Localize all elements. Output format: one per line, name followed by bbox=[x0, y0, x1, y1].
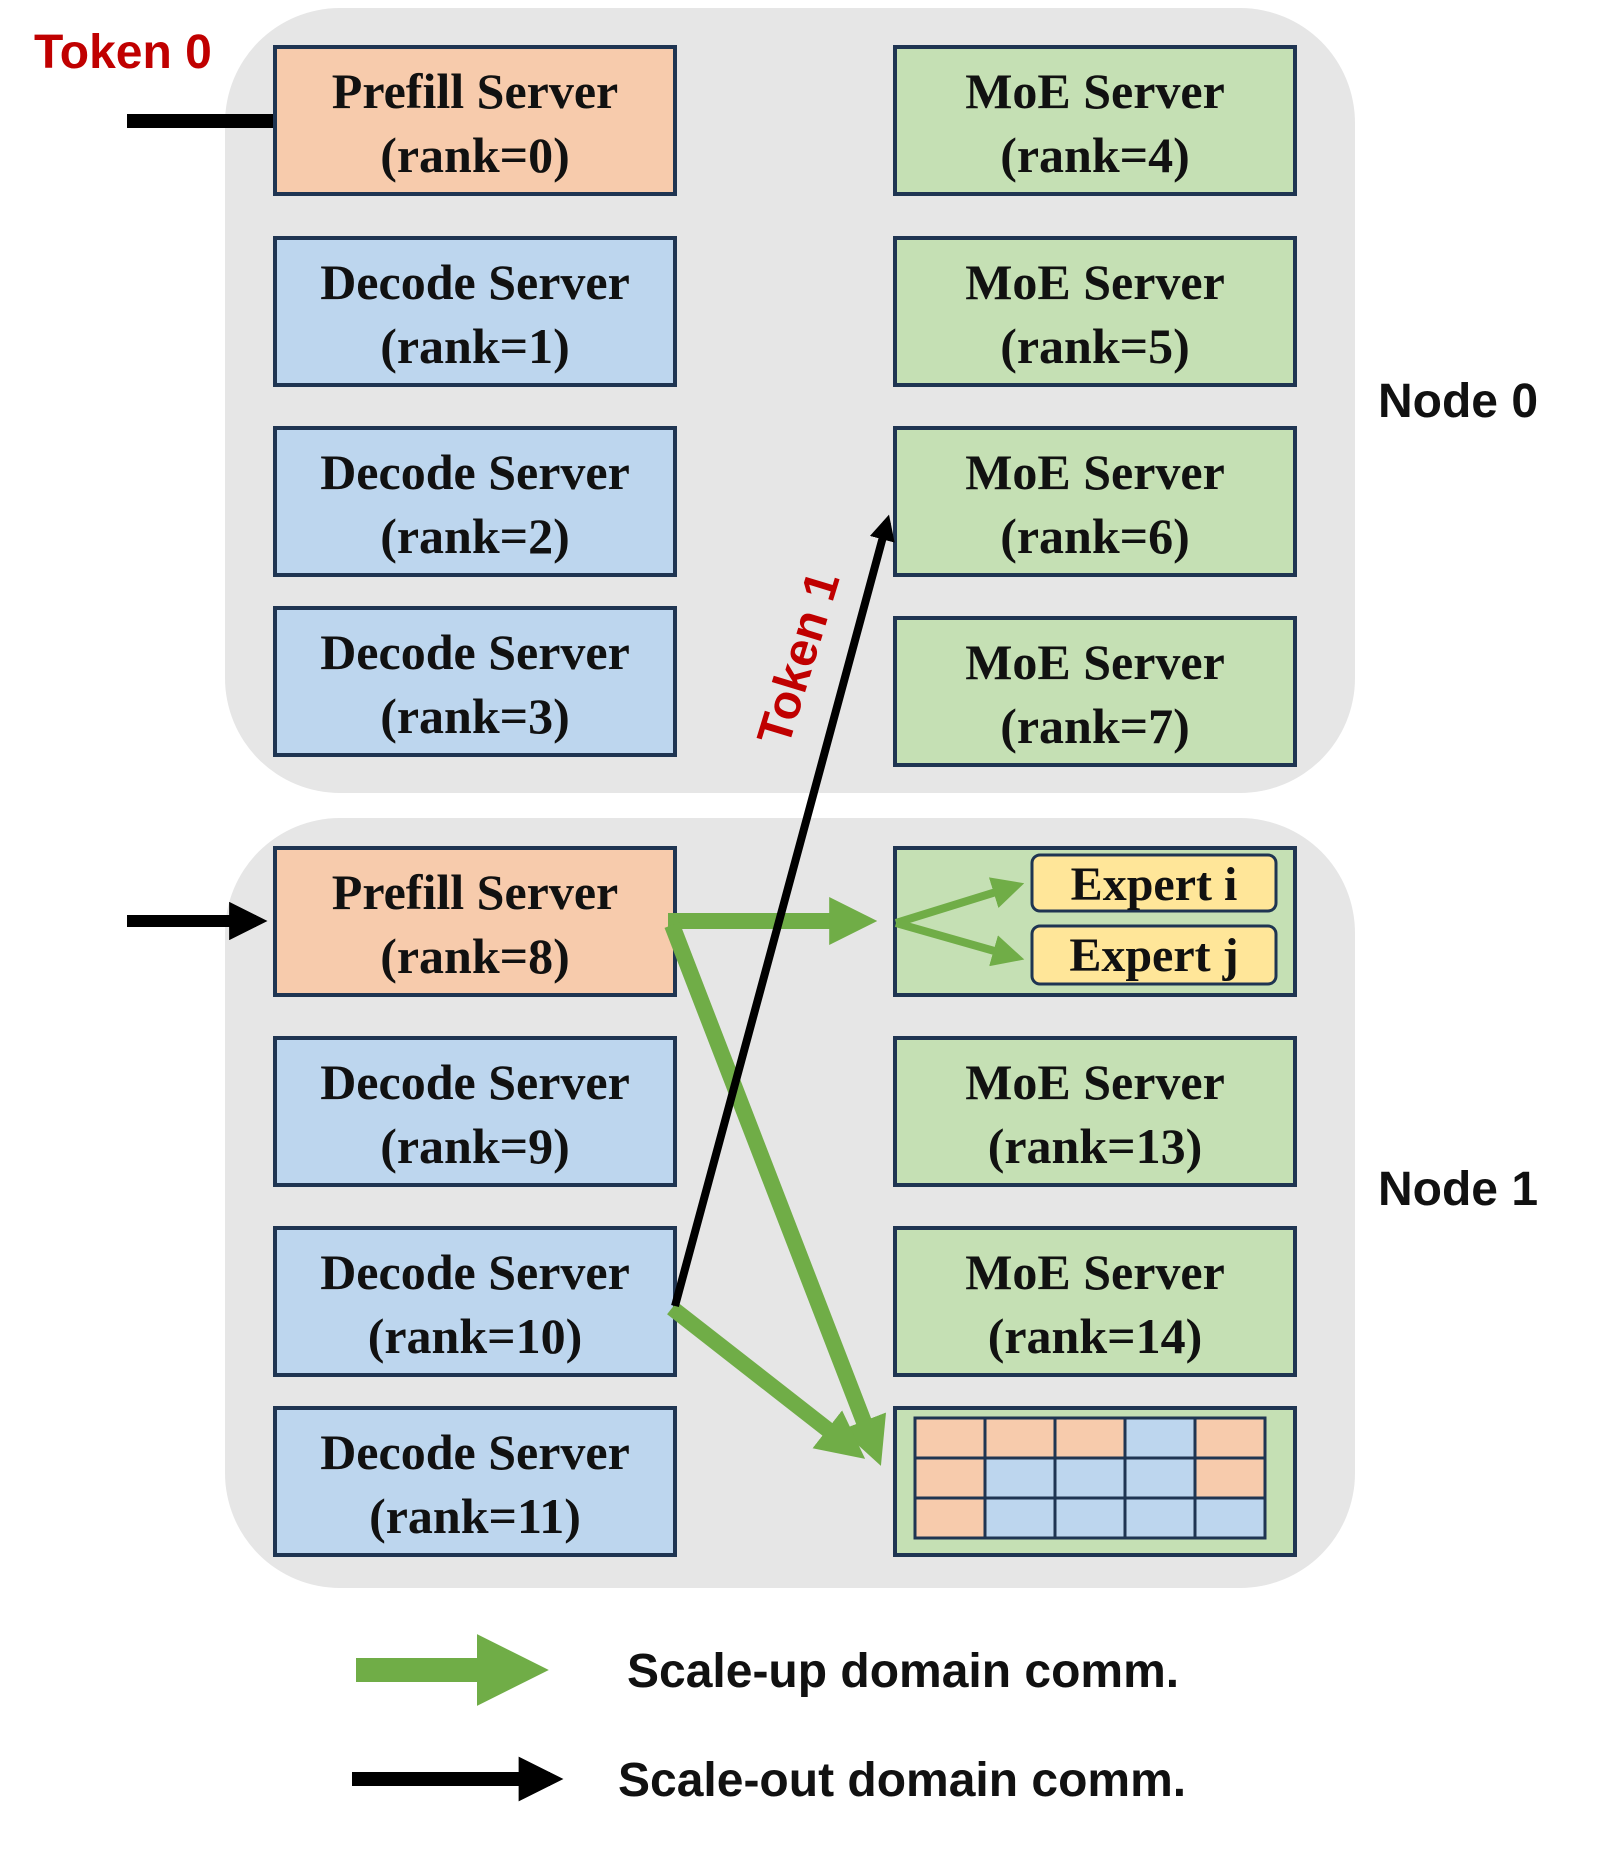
decode-server-rank-3: Decode Server (rank=3) bbox=[273, 606, 677, 757]
legend-scale-up-label: Scale-up domain comm. bbox=[627, 1645, 1179, 1698]
kv-cell-decode bbox=[983, 1456, 1057, 1500]
moe-server-rank-4: MoE Server (rank=4) bbox=[893, 45, 1297, 196]
prefill-server-rank-8: Prefill Server (rank=8) bbox=[273, 846, 677, 997]
node-1-region bbox=[225, 818, 1355, 1588]
prefill-server-rank-0: Prefill Server (rank=0) bbox=[273, 45, 677, 196]
decode-server-rank-9: Decode Server (rank=9) bbox=[273, 1036, 677, 1187]
legend: Scale-up domain comm. Scale-out domain c… bbox=[352, 1634, 1186, 1807]
kv-cache-server bbox=[893, 1406, 1297, 1557]
kv-cell-decode bbox=[1123, 1496, 1197, 1540]
kv-cell-decode bbox=[1053, 1496, 1127, 1540]
expert-j-box bbox=[1030, 924, 1278, 986]
server-title: MoE Server bbox=[965, 1054, 1225, 1110]
kv-cell-prefill bbox=[913, 1456, 987, 1500]
expert-j-label: Expert j bbox=[1069, 929, 1238, 982]
node-1-label: Node 1 bbox=[1378, 1163, 1538, 1216]
moe-server-rank-7: MoE Server (rank=7) bbox=[893, 616, 1297, 767]
server-rank: (rank=13) bbox=[988, 1118, 1203, 1174]
moe-server-rank-6: MoE Server (rank=6) bbox=[893, 426, 1297, 577]
server-rank: (rank=8) bbox=[380, 928, 570, 984]
kv-cell-prefill bbox=[983, 1416, 1057, 1460]
server-title: MoE Server bbox=[965, 254, 1225, 310]
expert-i-label: Expert i bbox=[1071, 858, 1238, 911]
moe-server-with-experts: Expert i Expert j bbox=[893, 846, 1297, 997]
kv-cell-decode bbox=[1123, 1456, 1197, 1500]
node-0-label: Node 0 bbox=[1378, 375, 1538, 428]
token-0-label: Token 0 bbox=[34, 26, 212, 79]
kv-cell-prefill bbox=[1193, 1456, 1267, 1500]
server-title: MoE Server bbox=[965, 63, 1225, 119]
server-title: Decode Server bbox=[320, 1244, 630, 1300]
decode-to-kvcache-arrow bbox=[667, 1301, 866, 1459]
decode-server-rank-2: Decode Server (rank=2) bbox=[273, 426, 677, 577]
server-rank: (rank=1) bbox=[380, 318, 570, 374]
decode-server-rank-1: Decode Server (rank=1) bbox=[273, 236, 677, 387]
server-rank: (rank=2) bbox=[380, 508, 570, 564]
server-title: Decode Server bbox=[320, 444, 630, 500]
server-rank: (rank=7) bbox=[1000, 698, 1190, 754]
kv-cell-prefill bbox=[913, 1416, 987, 1460]
server-rank: (rank=14) bbox=[988, 1308, 1203, 1364]
server-rank: (rank=4) bbox=[1000, 127, 1190, 183]
server-title: Prefill Server bbox=[332, 63, 618, 119]
server-title: MoE Server bbox=[965, 634, 1225, 690]
kv-cell-decode bbox=[1193, 1496, 1267, 1540]
kv-cell-prefill bbox=[913, 1496, 987, 1540]
server-title: MoE Server bbox=[965, 444, 1225, 500]
server-title: Decode Server bbox=[320, 254, 630, 310]
server-rank: (rank=3) bbox=[380, 688, 570, 744]
to-expert-i-arrow bbox=[894, 877, 1025, 927]
kv-cell-decode bbox=[1053, 1456, 1127, 1500]
to-expert-j-arrow bbox=[894, 919, 1025, 967]
token-1-scale-out-arrow bbox=[671, 514, 895, 1308]
decode-server-rank-11: Decode Server (rank=11) bbox=[273, 1406, 677, 1557]
kv-cell-prefill bbox=[1193, 1416, 1267, 1460]
decode-server-rank-10: Decode Server (rank=10) bbox=[273, 1226, 677, 1377]
server-rank: (rank=6) bbox=[1000, 508, 1190, 564]
server-rank: (rank=10) bbox=[368, 1308, 583, 1364]
server-title: Prefill Server bbox=[332, 864, 618, 920]
server-rank: (rank=0) bbox=[380, 127, 570, 183]
moe-server-rank-13: MoE Server (rank=13) bbox=[893, 1036, 1297, 1187]
node-0-region bbox=[225, 8, 1355, 793]
server-title: Decode Server bbox=[320, 624, 630, 680]
kv-cell-decode bbox=[983, 1496, 1057, 1540]
moe-server-rank-14: MoE Server (rank=14) bbox=[893, 1226, 1297, 1377]
server-rank: (rank=5) bbox=[1000, 318, 1190, 374]
kv-cell-decode bbox=[1123, 1416, 1197, 1460]
kv-cache-grid bbox=[913, 1416, 1267, 1540]
legend-scale-out-label: Scale-out domain comm. bbox=[618, 1754, 1186, 1807]
prefill-to-kvcache-arrow bbox=[664, 922, 887, 1466]
expert-i-box bbox=[1030, 853, 1278, 913]
server-rank: (rank=9) bbox=[380, 1118, 570, 1174]
server-rank: (rank=11) bbox=[369, 1488, 581, 1544]
kv-cell-prefill bbox=[1053, 1416, 1127, 1460]
server-title: Decode Server bbox=[320, 1424, 630, 1480]
server-title: MoE Server bbox=[965, 1244, 1225, 1300]
server-title: Decode Server bbox=[320, 1054, 630, 1110]
moe-server-rank-5: MoE Server (rank=5) bbox=[893, 236, 1297, 387]
